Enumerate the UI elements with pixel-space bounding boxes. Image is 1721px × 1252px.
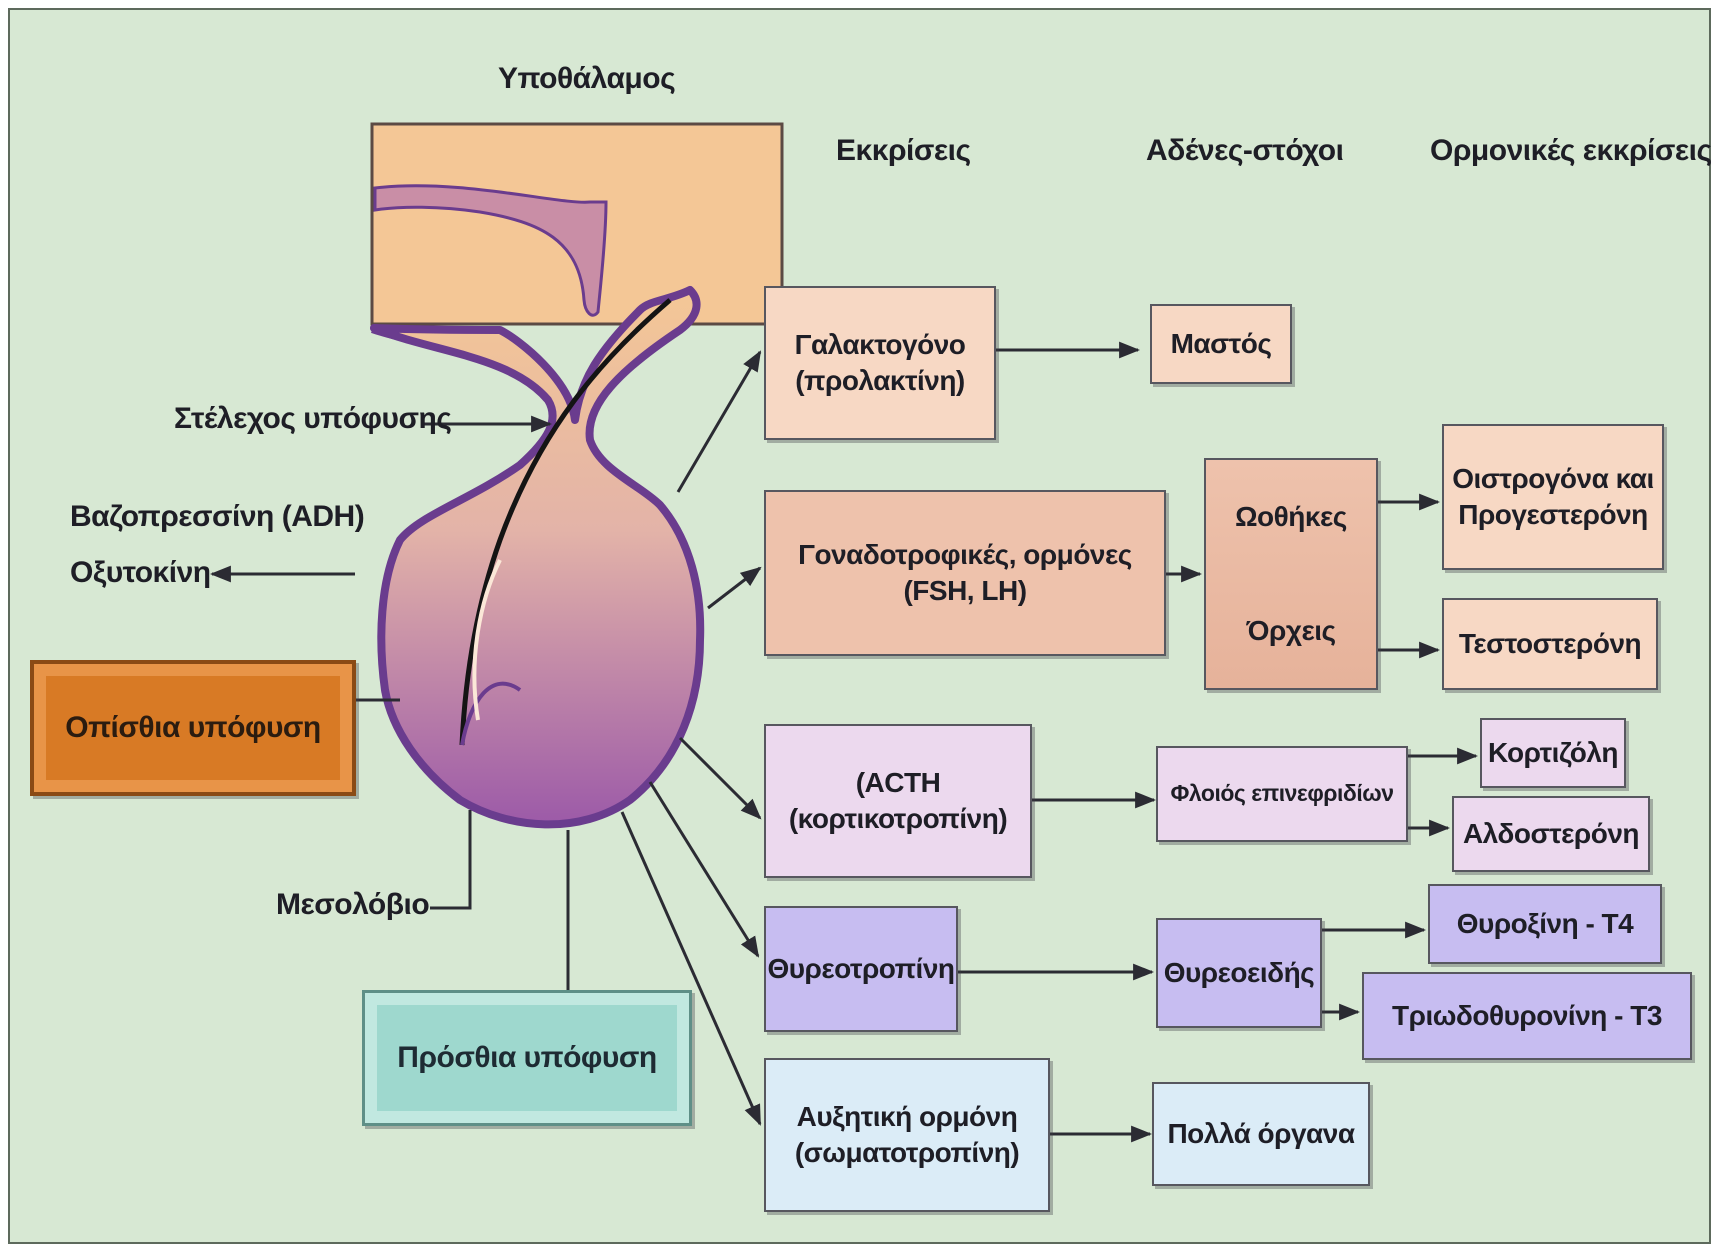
cortisol-box: Κορτιζόλη <box>1480 718 1626 788</box>
thyroxine-label: Θυροξίνη - Τ4 <box>1457 906 1633 942</box>
target-glands-header: Αδένες-στόχοι <box>1146 134 1343 168</box>
aldosterone-label: Αλδοστερόνη <box>1463 816 1639 852</box>
intermediate-lobe-label: Μεσολόβιο <box>276 888 429 922</box>
testes-label: Όρχεις <box>1246 613 1335 649</box>
intermediate-leader <box>430 810 470 908</box>
arrow-to-tsh <box>650 782 758 956</box>
growth-line1: Αυξητική ορμόνη <box>797 1099 1018 1135</box>
prolactin-line2: (προλακτίνη) <box>795 363 965 399</box>
tsh-box: Θυρεοτροπίνη <box>764 906 958 1032</box>
triiodothyronine-box: Τριωδοθυρονίνη - Τ3 <box>1362 972 1692 1060</box>
acth-line2: (κορτικοτροπίνη) <box>789 801 1007 837</box>
estrogen-line2: Προγεστερόνη <box>1458 497 1648 533</box>
adrenal-cortex-box: Φλοιός επινεφριδίων <box>1156 746 1408 842</box>
posterior-pituitary-plate: Οπίσθια υπόφυση <box>30 660 356 796</box>
pituitary-gland-illustration <box>372 124 782 824</box>
many-organs-box: Πολλά όργανα <box>1152 1082 1370 1186</box>
estrogen-box: Οιστρογόνα και Προγεστερόνη <box>1442 424 1664 570</box>
triiodothyronine-label: Τριωδοθυρονίνη - Τ3 <box>1392 998 1662 1034</box>
many-organs-label: Πολλά όργανα <box>1167 1116 1354 1152</box>
testosterone-box: Τεστοστερόνη <box>1442 598 1658 690</box>
adrenal-cortex-label: Φλοιός επινεφριδίων <box>1171 779 1394 809</box>
posterior-pituitary-label: Οπίσθια υπόφυση <box>65 711 321 745</box>
hormonal-secretions-header: Ορμονικές εκκρίσεις <box>1430 134 1712 168</box>
gonadotropins-line2: (FSH, LH) <box>903 573 1026 609</box>
oxytocin-label: Οξυτοκίνη <box>70 556 211 590</box>
acth-box: (ACTH (κορτικοτροπίνη) <box>764 724 1032 878</box>
gonadotropins-box: Γοναδοτροφικές, ορμόνες (FSH, LH) <box>764 490 1166 656</box>
thyroid-box: Θυρεοειδής <box>1156 918 1322 1028</box>
anterior-pituitary-label: Πρόσθια υπόφυση <box>397 1041 656 1075</box>
secretions-header: Εκκρίσεις <box>836 134 971 168</box>
anterior-pituitary-plate: Πρόσθια υπόφυση <box>362 990 692 1126</box>
tsh-line1: Θυρεοτροπίνη <box>767 951 954 987</box>
pituitary-stalk-label: Στέλεχος υπόφυσης <box>174 402 451 436</box>
pituitary-stalk <box>374 290 700 824</box>
breast-label: Μαστός <box>1171 326 1272 362</box>
prolactin-box: Γαλακτογόνο (προλακτίνη) <box>764 286 996 440</box>
prolactin-line1: Γαλακτογόνο <box>795 327 966 363</box>
aldosterone-box: Αλδοστερόνη <box>1452 796 1650 872</box>
vasopressin-label: Βαζοπρεσσίνη (ADH) <box>70 500 364 534</box>
breast-box: Μαστός <box>1150 304 1292 384</box>
gonads-box: Ωοθήκες Όρχεις <box>1204 458 1378 690</box>
arrow-to-gonadotropins <box>708 568 760 608</box>
arrow-to-prolactin <box>678 352 760 492</box>
cortisol-label: Κορτιζόλη <box>1488 735 1618 771</box>
gonadotropins-line1: Γοναδοτροφικές, ορμόνες <box>798 537 1132 573</box>
thyroid-label: Θυρεοειδής <box>1164 955 1315 991</box>
hypothalamus-label: Υποθάλαμος <box>498 62 675 96</box>
testosterone-label: Τεστοστερόνη <box>1459 626 1641 662</box>
growth-hormone-box: Αυξητική ορμόνη (σωματοτροπίνη) <box>764 1058 1050 1212</box>
growth-line2: (σωματοτροπίνη) <box>795 1135 1019 1171</box>
thyroxine-box: Θυροξίνη - Τ4 <box>1428 884 1662 964</box>
ovaries-label: Ωοθήκες <box>1235 499 1347 535</box>
acth-line1: (ACTH <box>856 765 941 801</box>
estrogen-line1: Οιστρογόνα και <box>1452 461 1654 497</box>
arrow-to-acth <box>680 738 760 818</box>
